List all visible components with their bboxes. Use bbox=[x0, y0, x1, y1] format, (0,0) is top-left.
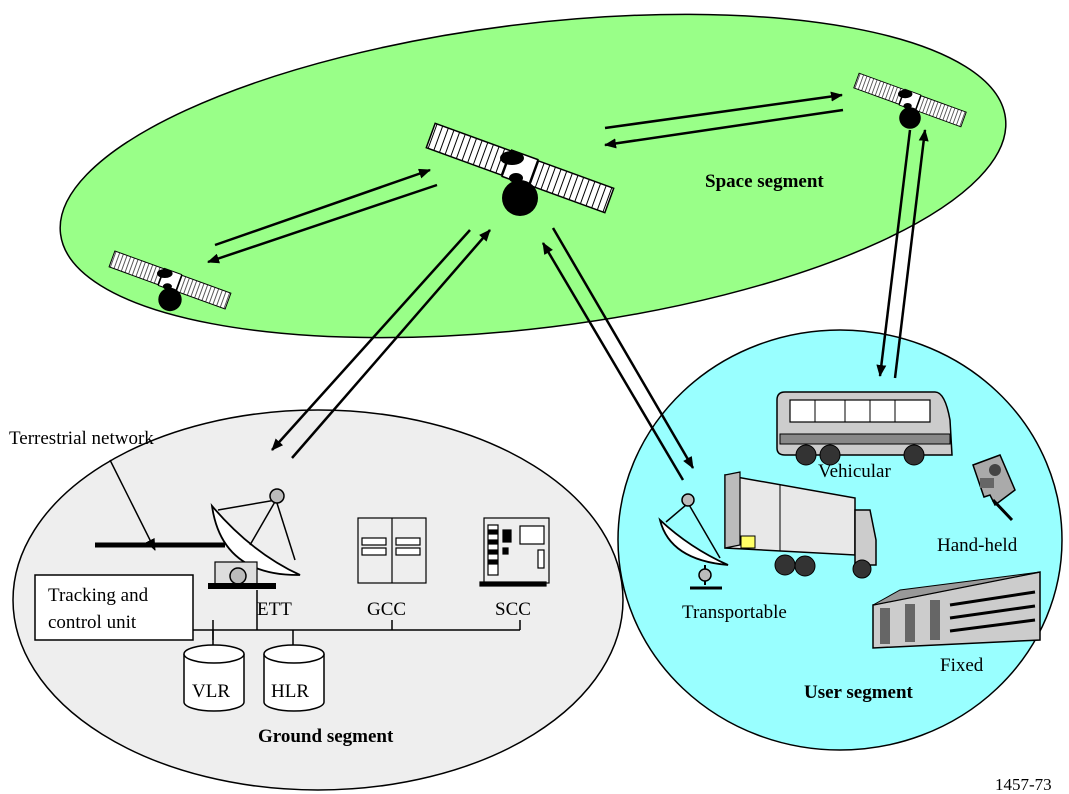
tracking-control-unit-box bbox=[34, 574, 194, 641]
terrestrial-network-label: Terrestrial network bbox=[9, 428, 154, 449]
mobile-phone-icon bbox=[972, 454, 1016, 522]
transportable-label: Transportable bbox=[682, 602, 787, 623]
database-cylinder-icon bbox=[183, 644, 245, 712]
truck-icon bbox=[724, 471, 877, 579]
terrestrial-network-pointer bbox=[109, 459, 156, 551]
building-icon bbox=[872, 571, 1041, 649]
vlr-label: VLR bbox=[192, 681, 230, 702]
user-segment-label: User segment bbox=[804, 682, 914, 703]
database-cylinder-icon bbox=[263, 644, 325, 712]
tracking-label-line1: Tracking and bbox=[48, 585, 149, 606]
ground-segment-label: Ground segment bbox=[258, 726, 394, 747]
ground-segment-region bbox=[12, 409, 624, 791]
gcc-label: GCC bbox=[367, 599, 406, 620]
equipment-cabinet-icon bbox=[357, 517, 427, 584]
space-segment-label: Space segment bbox=[705, 171, 824, 192]
figure-id-label: 1457-73 bbox=[995, 775, 1052, 794]
hand-held-label: Hand-held bbox=[937, 535, 1018, 556]
ett-label: ETT bbox=[257, 599, 292, 620]
equipment-cabinet-icon bbox=[479, 517, 550, 587]
scc-label: SCC bbox=[495, 599, 531, 620]
antenna-dish-icon bbox=[658, 493, 729, 590]
antenna-dish-icon bbox=[208, 488, 301, 589]
vehicular-label: Vehicular bbox=[818, 461, 891, 482]
tracking-label-line2: control unit bbox=[48, 612, 137, 633]
link-arrows bbox=[207, 91, 929, 481]
bus-icon bbox=[776, 391, 953, 466]
hlr-label: HLR bbox=[271, 681, 309, 702]
fixed-label: Fixed bbox=[940, 655, 984, 676]
